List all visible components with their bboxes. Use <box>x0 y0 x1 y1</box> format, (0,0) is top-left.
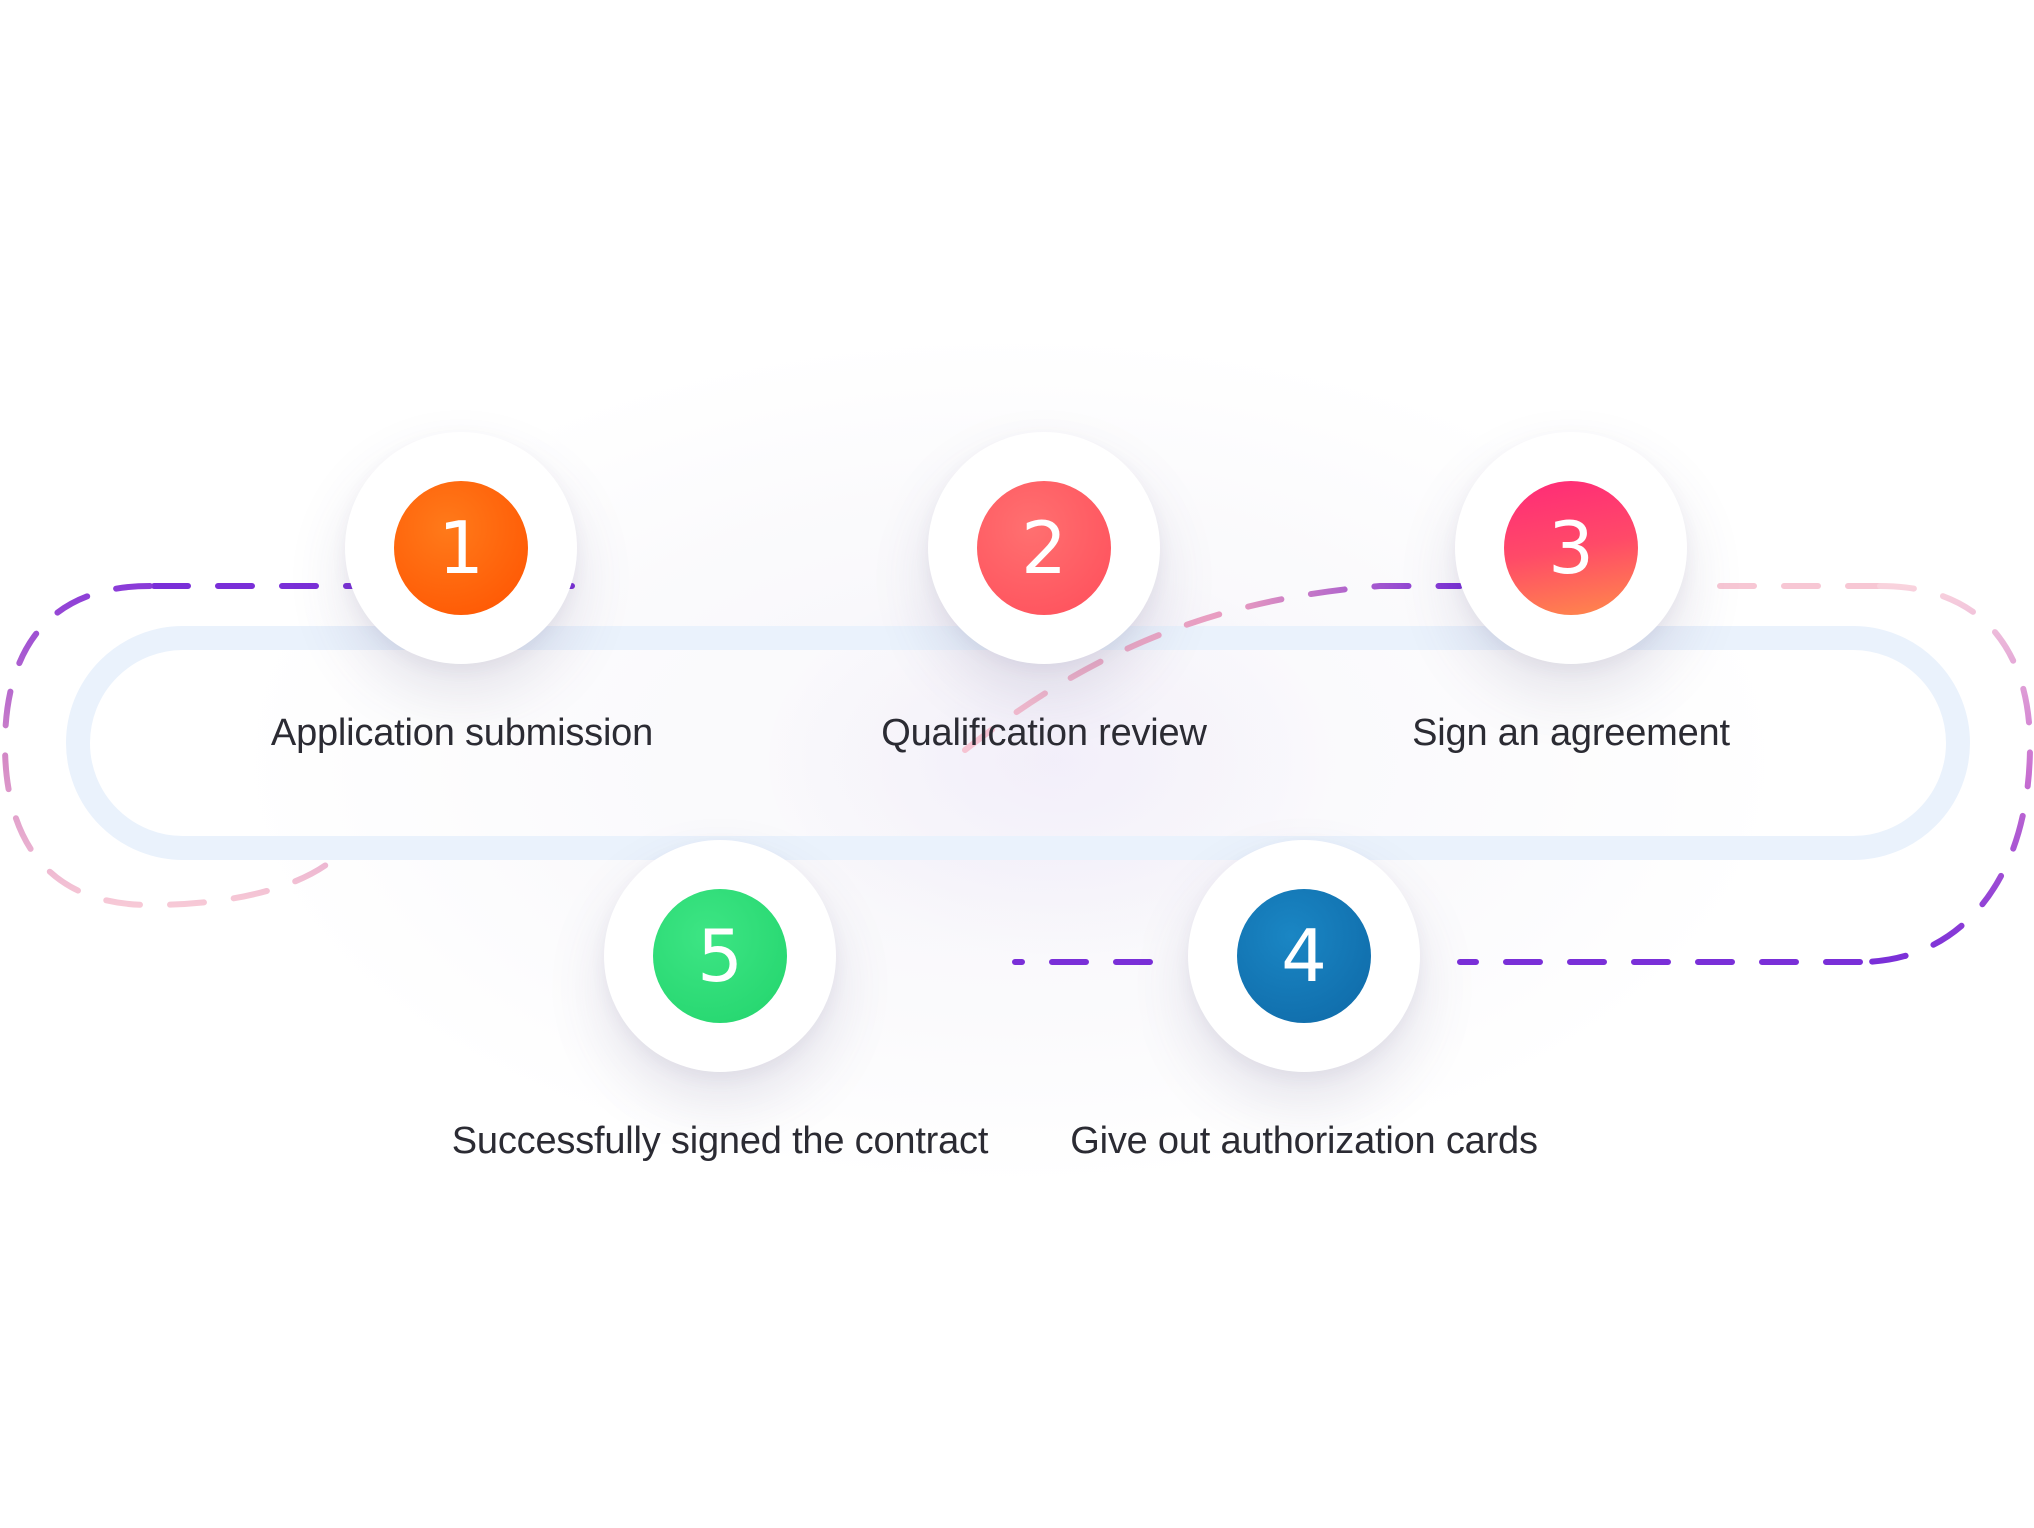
dashed-path-right-curve <box>1857 583 2034 965</box>
dashed-path-left-curve <box>1 583 333 909</box>
step-4-node: 4 <box>1188 840 1420 1072</box>
dashed-path-diagonal <box>962 583 1463 753</box>
step-4-badge: 4 <box>1237 889 1371 1023</box>
step-1-label: Application submission <box>270 712 654 754</box>
step-3-label: Sign an agreement <box>1412 712 1730 754</box>
step-5-node: 5 <box>604 840 836 1072</box>
step-2-badge: 2 <box>977 481 1111 615</box>
step-5-badge: 5 <box>653 889 787 1023</box>
step-2-label: Qualification review <box>881 712 1207 754</box>
step-4-number: 4 <box>1281 914 1327 998</box>
step-5-label: Successfully signed the contract <box>451 1120 989 1162</box>
step-4-label: Give out authorization cards <box>1070 1120 1538 1162</box>
step-3-number: 3 <box>1548 506 1594 590</box>
step-1-number: 1 <box>438 506 484 590</box>
step-5-number: 5 <box>697 914 743 998</box>
step-3-badge: 3 <box>1504 481 1638 615</box>
step-1-node: 1 <box>345 432 577 664</box>
step-2-node: 2 <box>928 432 1160 664</box>
step-3-node: 3 <box>1455 432 1687 664</box>
step-2-number: 2 <box>1021 506 1067 590</box>
step-1-badge: 1 <box>394 481 528 615</box>
